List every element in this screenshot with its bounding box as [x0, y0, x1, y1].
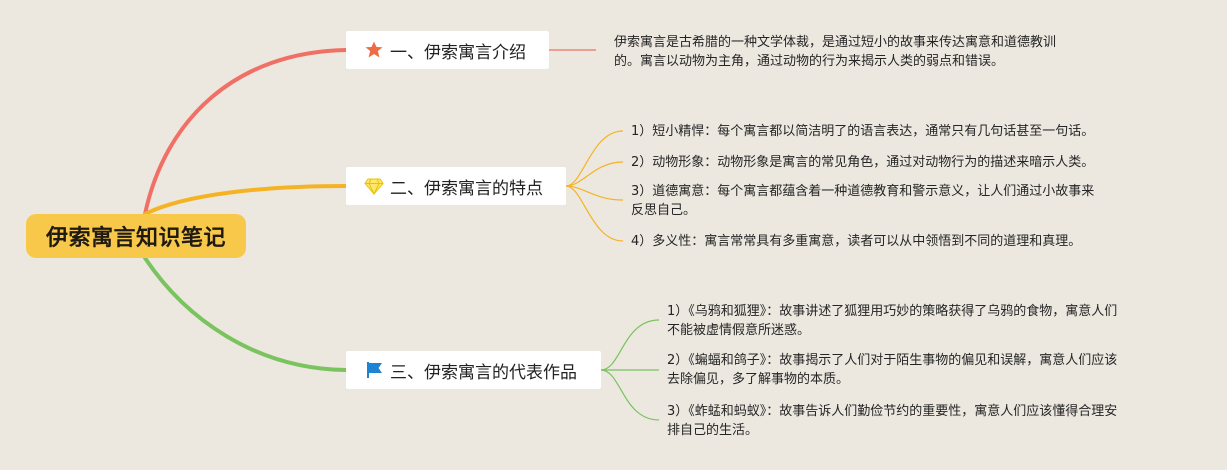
- intro-note: 伊索寓言是古希腊的一种文学体裁，是通过短小的故事来传达寓意和道德教训 的。寓言以…: [614, 35, 1057, 69]
- connector-root-to-intro: [143, 48, 348, 216]
- work-item: 1）《乌鸦和狐狸》：故事讲述了狐狸用巧妙的策略获得了乌鸦的食物，寓意人们 不能被…: [667, 304, 1118, 338]
- flag-icon: [364, 360, 384, 380]
- topic-introduction-label: 一、伊索寓言介绍: [390, 42, 526, 63]
- star-icon: [364, 40, 384, 60]
- feature-item: 2）动物形象：动物形象是寓言的常见角色，通过对动物行为的描述来暗示人类。: [631, 155, 1095, 170]
- feature-item: 1）短小精悍：每个寓言都以简洁明了的语言表达，通常只有几句话甚至一句话。: [631, 124, 1095, 139]
- connector-feature-2: [565, 161, 624, 187]
- topic-works-label: 三、伊索寓言的代表作品: [390, 362, 577, 383]
- topic-representative-works[interactable]: 三、伊索寓言的代表作品: [346, 351, 601, 389]
- work-item: 2）《蝙蝠和鸽子》：故事揭示了人们对于陌生事物的偏见和误解，寓意人们应该 去除偏…: [667, 353, 1118, 387]
- topic-features-label: 二、伊索寓言的特点: [390, 178, 543, 199]
- connector-feature-1: [565, 130, 624, 187]
- root-topic[interactable]: 伊索寓言知识笔记: [26, 214, 246, 258]
- connector-feature-3: [565, 185, 624, 201]
- work-item: 3）《蚱蜢和蚂蚁》：故事告诉人们勤俭节约的重要性，寓意人们应该懂得合理安 排自己…: [667, 404, 1118, 438]
- gem-icon: [364, 176, 384, 196]
- feature-item: 3）道德寓意：每个寓言都蕴含着一种道德教育和警示意义，让人们通过小故事来 反思自…: [631, 184, 1095, 218]
- topic-introduction[interactable]: 一、伊索寓言介绍: [346, 31, 549, 69]
- connector-root-to-works: [143, 256, 348, 372]
- connector-work-3: [600, 369, 660, 421]
- connector-feature-4: [565, 185, 624, 242]
- feature-item: 4）多义性：寓言常常具有多重寓意，读者可以从中领悟到不同的道理和真理。: [631, 234, 1082, 249]
- topic-features[interactable]: 二、伊索寓言的特点: [346, 167, 566, 205]
- connector-root-to-features: [143, 184, 348, 216]
- connector-work-1: [600, 319, 660, 371]
